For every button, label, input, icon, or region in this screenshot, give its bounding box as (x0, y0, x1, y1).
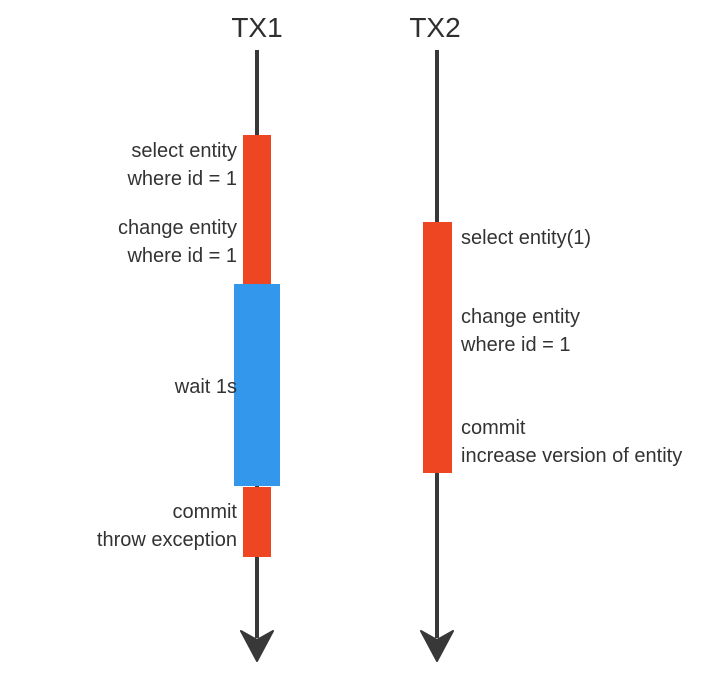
tx2-label-select-entity: select entity(1) (461, 227, 592, 249)
tx1-label-wait: wait 1s (174, 376, 237, 398)
tx1-active-bar-commit (243, 487, 271, 557)
tx1-title: TX1 (231, 12, 283, 43)
arrow-down-icon (240, 630, 274, 662)
tx1-label-commit: commit throw exception (96, 501, 237, 551)
tx1-label-change-entity: change entity where id = 1 (118, 217, 237, 267)
tx2-title: TX2 (409, 12, 461, 43)
tx2-active-bar (423, 222, 452, 473)
arrow-down-icon (420, 630, 454, 662)
tx2-label-change-entity: change entity where id = 1 (461, 306, 580, 356)
tx1-wait-bar (234, 284, 280, 486)
tx1-active-bar-select-change (243, 135, 271, 285)
tx1-label-select-entity: select entity where id = 1 (127, 140, 237, 190)
tx2-label-commit: commit increase version of entity (461, 417, 683, 467)
